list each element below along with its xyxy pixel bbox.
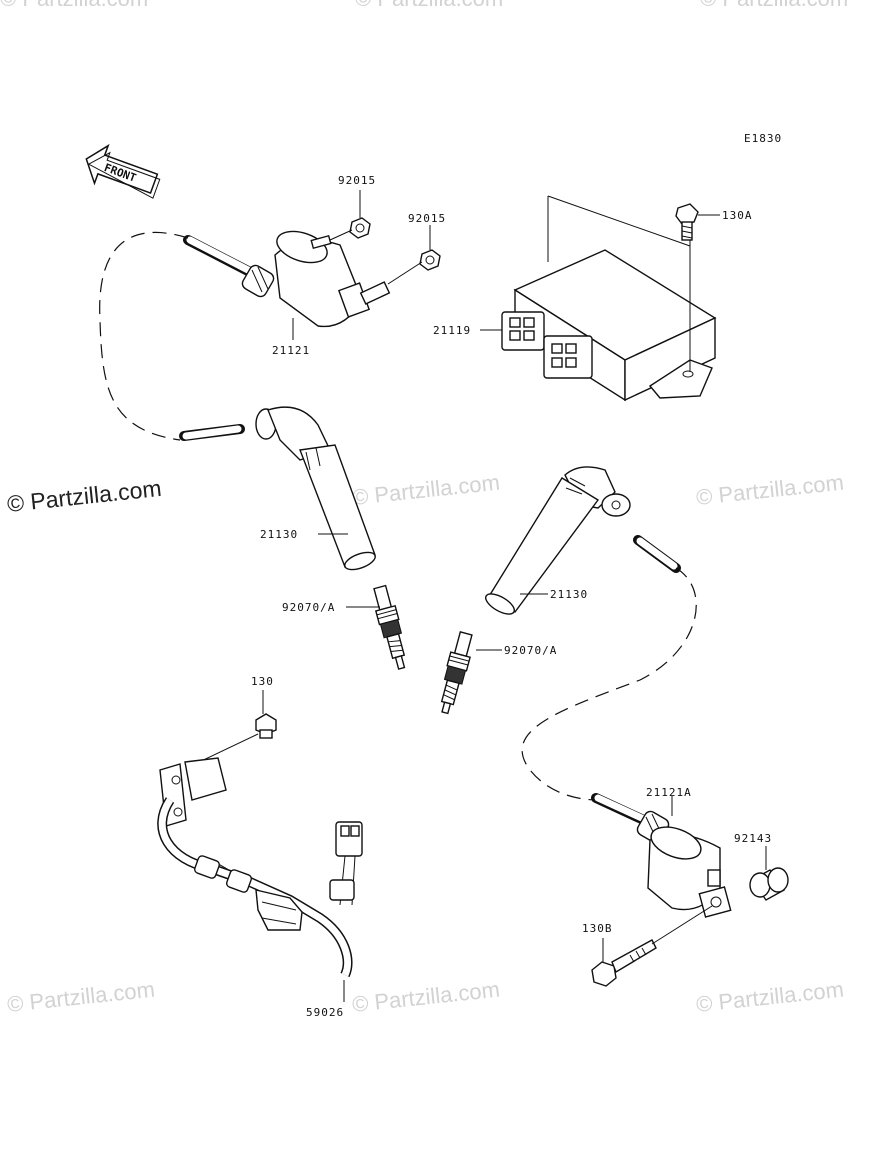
nut-92015-upper [349,217,371,239]
callout-92015-upper: 92015 [338,174,376,187]
watermark-middle-right: © Partzilla.com [695,470,845,510]
ht-lead-segment-right [633,535,681,573]
diagram-code: E1830 [744,132,782,145]
callout-21130-left: 21130 [260,528,298,541]
callout-92143: 92143 [734,832,772,845]
ignition-coil-front [183,230,391,328]
ht-lead-loop-left [99,231,189,441]
watermark-bottom-left: © Partzilla.com [6,977,156,1017]
watermark-middle-center: © Partzilla.com [351,470,501,510]
callout-21130-right: 21130 [550,588,588,601]
collar-92143 [749,867,789,901]
pickup-coil-harness [157,757,363,978]
plug-cap-right [485,466,631,615]
callout-130b: 130B [582,922,613,935]
callout-92015-lower: 92015 [408,212,446,225]
spark-plug-right [440,631,473,715]
watermark-top-right: © Partzilla.com [700,0,848,11]
callout-130: 130 [251,675,274,688]
front-arrow-icon: FRONT [85,143,161,199]
nut-92015-lower [419,249,441,271]
watermark-top-left: © Partzilla.com [0,0,148,11]
callout-130a: 130A [722,209,753,222]
igniter-unit [501,195,717,402]
bolt-130a [675,203,699,241]
spark-plug-left [373,584,406,670]
watermark-bottom-right: © Partzilla.com [695,977,845,1017]
bolt-130b [591,939,657,987]
bolt-130 [255,713,277,739]
callout-59026: 59026 [306,1006,344,1019]
watermark-main: © Partzilla.com [6,475,163,517]
callout-21121a: 21121A [646,786,692,799]
callout-21121: 21121 [272,344,310,357]
watermark-bottom-center: © Partzilla.com [351,977,501,1017]
callout-92070a-right: 92070/A [504,644,557,657]
ht-lead-segment-left [179,424,245,441]
callout-21119: 21119 [433,324,471,337]
watermark-top-center: © Partzilla.com [355,0,503,11]
plug-cap-left [255,406,376,571]
ignition-coil-rear [591,793,732,918]
callout-92070a-left: 92070/A [282,601,335,614]
ht-lead-loop-right [521,567,697,801]
